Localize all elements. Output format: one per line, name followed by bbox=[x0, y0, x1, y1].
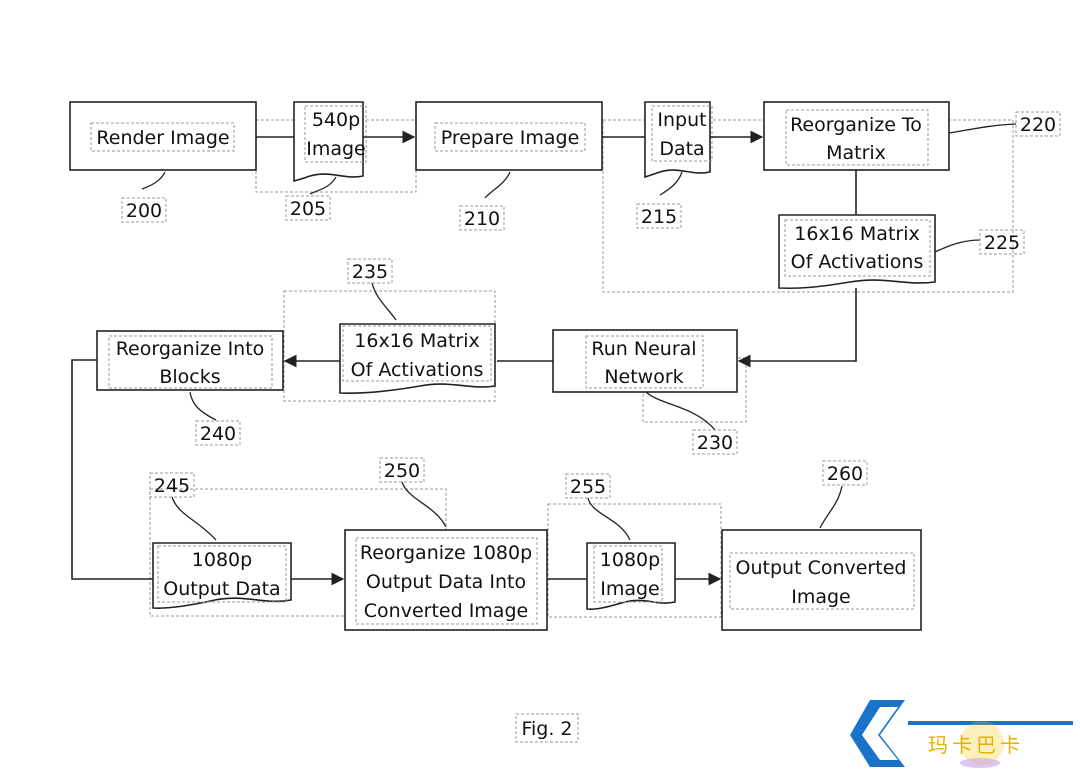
ref-235: 235 bbox=[347, 258, 397, 321]
ref-260-label: 260 bbox=[827, 463, 863, 485]
ref-255-label: 255 bbox=[570, 476, 606, 498]
ref-235-label: 235 bbox=[352, 261, 388, 283]
ref-215-label: 215 bbox=[641, 206, 677, 228]
image-1080p-label-line2: Image bbox=[600, 578, 660, 600]
ref-215: 215 bbox=[636, 171, 683, 229]
ref-260: 260 bbox=[819, 460, 868, 529]
image-540p-label-line1: 540p bbox=[312, 109, 360, 131]
figure-caption: Fig. 2 bbox=[515, 713, 579, 743]
arrow-225-230 bbox=[737, 288, 857, 368]
render-image-box: Render Image bbox=[69, 101, 257, 171]
matrix-225-label-line1: 16x16 Matrix bbox=[794, 223, 919, 245]
reorganize-to-matrix-label-line2: Matrix bbox=[826, 142, 886, 164]
run-neural-network-box: Run Neural Network bbox=[552, 329, 738, 393]
ref-220: 220 bbox=[948, 111, 1061, 137]
reorganize-into-blocks-box: Reorganize Into Blocks bbox=[96, 330, 284, 391]
ref-250: 250 bbox=[379, 457, 447, 528]
reorganize-into-blocks-label-line2: Blocks bbox=[159, 366, 220, 388]
output-converted-image-box: Output Converted Image bbox=[721, 529, 922, 631]
prepare-image-box: Prepare Image bbox=[415, 101, 603, 171]
output-converted-image-label-line1: Output Converted bbox=[736, 557, 907, 579]
output-data-1080p-document: 1080p Output Data bbox=[152, 542, 292, 609]
image-1080p-document: 1080p Image bbox=[586, 542, 676, 610]
ref-210: 210 bbox=[459, 171, 511, 231]
ref-230: 230 bbox=[645, 391, 738, 455]
ref-245: 245 bbox=[149, 472, 217, 541]
input-data-label-line2: Data bbox=[659, 138, 704, 160]
ref-225: 225 bbox=[934, 229, 1025, 255]
reorganize-1080p-label-line2: Output Data Into bbox=[366, 571, 526, 593]
ref-220-label: 220 bbox=[1020, 114, 1056, 136]
group-outline-245-250 bbox=[149, 488, 447, 617]
ref-240-label: 240 bbox=[200, 423, 236, 445]
reorganize-1080p-box: Reorganize 1080p Output Data Into Conver… bbox=[344, 529, 548, 631]
ref-205-label: 205 bbox=[290, 198, 326, 220]
ref-225-label: 225 bbox=[984, 232, 1020, 254]
ref-205: 205 bbox=[285, 176, 337, 221]
ref-240: 240 bbox=[189, 391, 241, 446]
render-image-label: Render Image bbox=[96, 127, 229, 149]
reorganize-to-matrix-label-line1: Reorganize To bbox=[790, 114, 922, 136]
prepare-image-label: Prepare Image bbox=[441, 127, 580, 149]
watermark-shape-icon bbox=[850, 700, 1073, 768]
matrix-235-label-line1: 16x16 Matrix bbox=[354, 330, 479, 352]
output-converted-image-label-line2: Image bbox=[791, 586, 851, 608]
image-540p-label-line2: Image bbox=[306, 138, 366, 160]
watermark-logo: 玛卡巴卡 bbox=[850, 695, 1075, 770]
ref-210-label: 210 bbox=[464, 208, 500, 230]
group-outline-255 bbox=[547, 503, 722, 618]
watermark-text: 玛卡巴卡 bbox=[928, 733, 1024, 757]
matrix-225-document: 16x16 Matrix Of Activations bbox=[778, 214, 936, 290]
input-data-document: Input Data bbox=[644, 101, 713, 179]
matrix-235-document: 16x16 Matrix Of Activations bbox=[339, 323, 496, 395]
matrix-235-label-line2: Of Activations bbox=[351, 359, 484, 381]
output-data-1080p-label-line2: Output Data bbox=[163, 578, 280, 600]
ref-230-label: 230 bbox=[697, 432, 733, 454]
output-data-1080p-label-line1: 1080p bbox=[192, 549, 252, 571]
matrix-225-label-line2: Of Activations bbox=[791, 251, 924, 273]
image-1080p-label-line1: 1080p bbox=[600, 549, 660, 571]
reorganize-1080p-label-line3: Converted Image bbox=[364, 600, 528, 622]
reorganize-into-blocks-label-line1: Reorganize Into bbox=[116, 338, 265, 360]
input-data-label-line1: Input bbox=[657, 109, 706, 131]
ref-250-label: 250 bbox=[384, 460, 420, 482]
ref-200-label: 200 bbox=[126, 200, 162, 222]
image-540p-document: 540p Image bbox=[293, 101, 367, 183]
reorganize-to-matrix-box: Reorganize To Matrix bbox=[763, 101, 950, 171]
ref-200: 200 bbox=[121, 171, 167, 223]
run-neural-network-label-line2: Network bbox=[604, 366, 683, 388]
figure-caption-label: Fig. 2 bbox=[521, 718, 572, 740]
connector-240-245 bbox=[71, 359, 153, 580]
reorganize-1080p-label-line1: Reorganize 1080p bbox=[360, 542, 532, 564]
ref-245-label: 245 bbox=[154, 475, 190, 497]
ref-255: 255 bbox=[565, 473, 631, 541]
run-neural-network-label-line1: Run Neural bbox=[591, 338, 696, 360]
